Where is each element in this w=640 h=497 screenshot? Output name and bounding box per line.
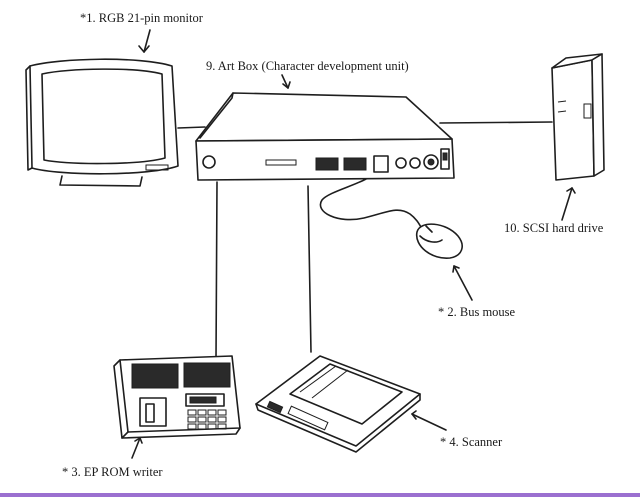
scanner-icon xyxy=(255,355,421,453)
arrow-hard-drive xyxy=(561,187,573,221)
arrow-art-box xyxy=(281,74,289,89)
cable-hard-drive xyxy=(439,121,553,124)
cable-mouse xyxy=(319,169,425,233)
mouse-icon xyxy=(416,223,463,259)
cable-monitor xyxy=(177,126,206,129)
label-art-box: 9. Art Box (Character development unit) xyxy=(206,59,409,73)
cable-rom-writer xyxy=(215,181,218,361)
pointer-arrows xyxy=(131,29,576,459)
bottom-border xyxy=(0,493,640,497)
art-box-icon xyxy=(195,92,455,181)
arrow-monitor xyxy=(143,29,151,53)
cables xyxy=(177,121,553,361)
arrow-scanner xyxy=(411,413,447,431)
arrow-mouse xyxy=(453,265,473,301)
label-monitor: *1. RGB 21-pin monitor xyxy=(80,11,204,25)
monitor-icon xyxy=(25,58,179,187)
arrow-rom-writer xyxy=(131,437,141,459)
label-mouse: * 2. Bus mouse xyxy=(438,305,516,319)
hard-drive-icon xyxy=(551,53,605,181)
label-hard-drive: 10. SCSI hard drive xyxy=(504,221,604,235)
rom-writer-icon xyxy=(113,355,241,439)
label-scanner: * 4. Scanner xyxy=(440,435,503,449)
label-rom-writer: * 3. EP ROM writer xyxy=(62,465,163,479)
cable-scanner xyxy=(307,185,312,353)
